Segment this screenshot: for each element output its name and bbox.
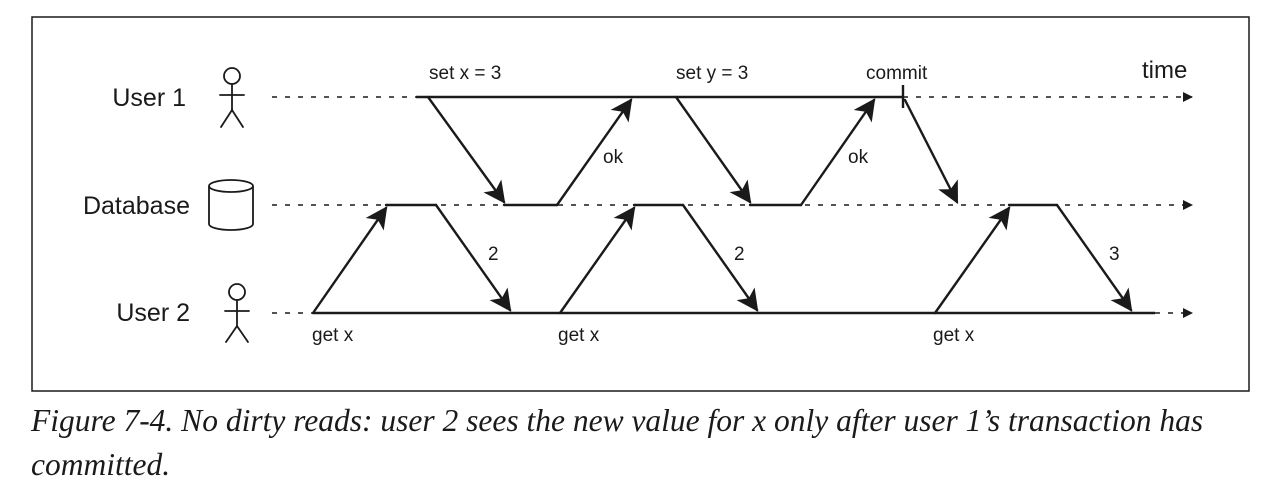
lane-label-user1: User 1 <box>112 84 186 112</box>
get-x-2-response-arrow <box>681 203 759 312</box>
message-arrows <box>311 95 1133 315</box>
get-x-3-response-arrow <box>1055 203 1133 312</box>
lane-label-user2: User 2 <box>116 299 190 327</box>
set-y-ok-arrow <box>799 98 876 207</box>
dirty-reads-diagram: User 1 Database User 2 <box>31 16 1250 392</box>
set-y-request-arrow <box>674 95 752 204</box>
diagram-frame <box>31 16 1250 392</box>
get-x-label-1: get x <box>312 325 354 346</box>
set-x-label: set x = 3 <box>429 63 501 84</box>
time-label: time <box>1142 57 1187 84</box>
commit-label: commit <box>866 63 928 84</box>
result-label-3: 3 <box>1109 244 1120 265</box>
get-x-1-request-arrow <box>311 206 388 315</box>
set-x-ok-arrow <box>555 98 633 207</box>
get-x-2-request-arrow <box>558 206 636 315</box>
get-x-label-3: get x <box>933 325 975 346</box>
lane-label-database: Database <box>83 192 190 220</box>
stick-figure-icon <box>219 67 245 128</box>
set-x-request-arrow <box>426 95 506 204</box>
result-label-2: 2 <box>734 244 745 265</box>
result-label-1: 2 <box>488 244 499 265</box>
get-x-label-2: get x <box>558 325 600 346</box>
cylinder-icon <box>208 179 254 231</box>
figure-caption: Figure 7-4. No dirty reads: user 2 sees … <box>31 403 1204 482</box>
get-x-1-response-arrow <box>434 203 512 312</box>
stick-figure-icon <box>224 283 250 343</box>
get-x-3-request-arrow <box>933 206 1011 315</box>
ok-label-2: ok <box>848 147 869 168</box>
set-y-label: set y = 3 <box>676 63 748 84</box>
ok-label-1: ok <box>603 147 624 168</box>
commit-arrow <box>903 98 959 204</box>
